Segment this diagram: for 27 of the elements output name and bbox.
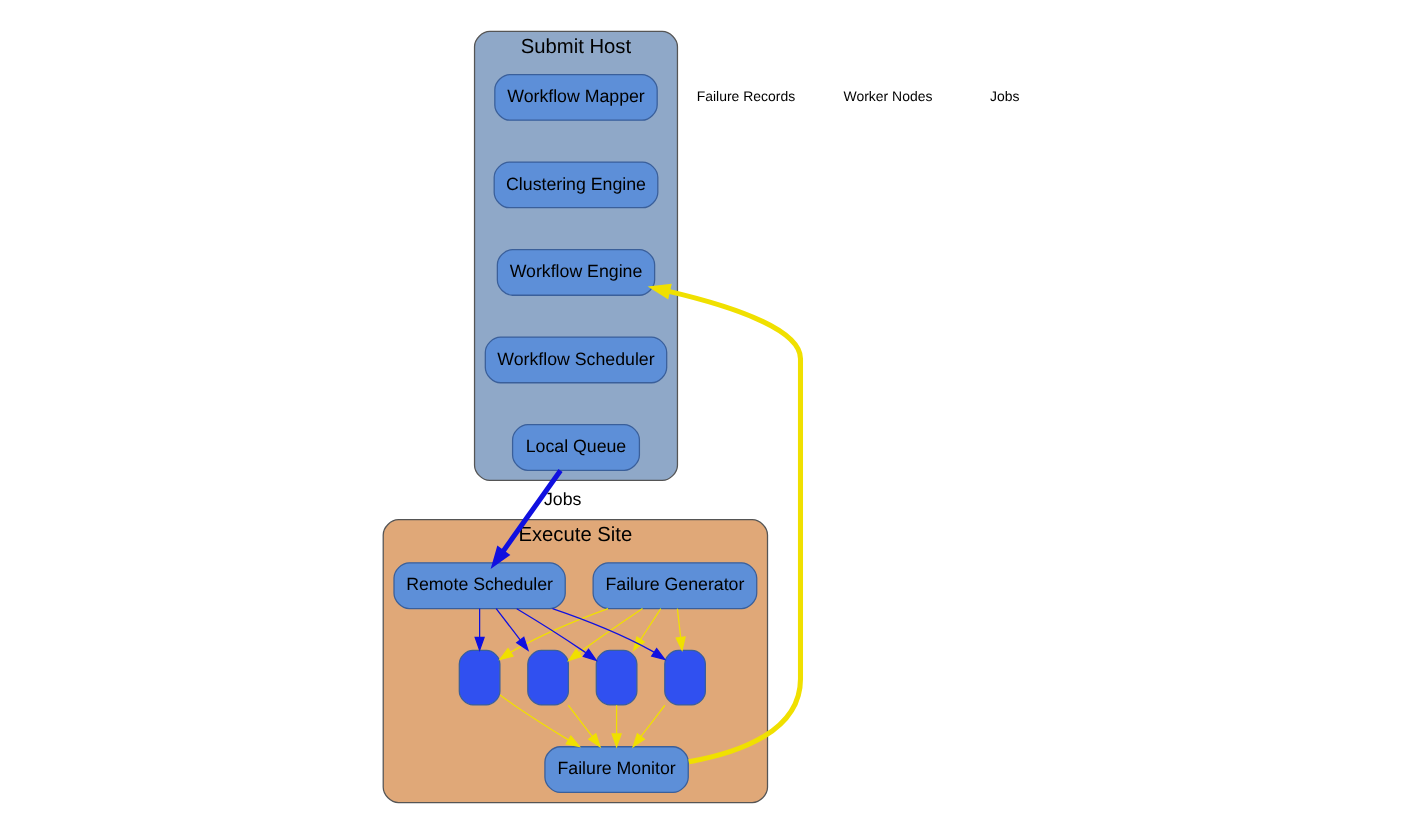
node-box: Clustering Engine [492,161,658,209]
node-box: Failure Generator [591,562,757,610]
node-box: Workflow Mapper [493,73,657,121]
node-box: Local Queue [510,423,640,471]
arrow [631,607,661,652]
arrow [497,608,608,661]
node-box [663,649,705,706]
node-box [457,649,500,706]
arrow [566,607,643,662]
arrow [494,607,529,652]
arrow [515,608,597,662]
node-box: Workflow Scheduler [483,336,667,384]
node-box [594,649,637,706]
node-box: Remote Scheduler [392,562,565,610]
arrow [489,469,562,569]
node-box: Failure Monitor [543,746,688,794]
arrow [498,694,581,748]
arrow [610,704,621,749]
arrow [566,704,601,749]
arrow [674,607,685,653]
arrow [646,283,803,765]
node-box [526,649,569,706]
arrow [631,704,665,749]
node-box: Workflow Engine [495,248,655,296]
arrow [473,607,484,653]
edge-label: Jobs [542,488,581,509]
arrow [550,608,666,661]
